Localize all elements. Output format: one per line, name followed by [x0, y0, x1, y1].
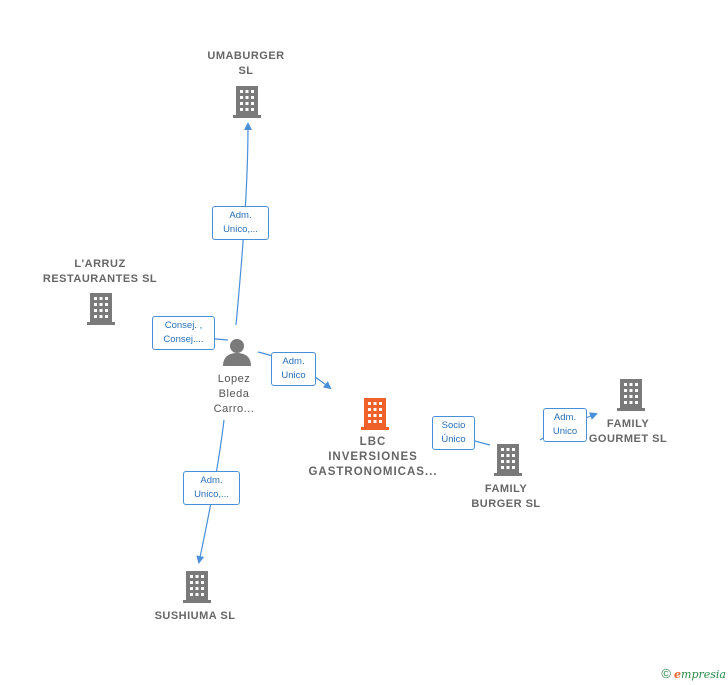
edge-label-family-burger-gourmet[interactable]: Adm. Unico [543, 408, 587, 442]
sushiuma-building-icon [183, 571, 211, 603]
edge-label-to-umaburger[interactable]: Adm. Unico,... [212, 206, 269, 240]
node-family-burger-label[interactable]: FAMILY BURGER SL [471, 483, 541, 510]
node-sushiuma-label[interactable]: SUSHIUMA SL [154, 610, 236, 622]
family-burger-building-icon [494, 444, 522, 476]
edge-label-to-larruz[interactable]: Consej. , Consej.... [152, 316, 215, 350]
umaburger-building-icon [233, 86, 261, 118]
node-lbc-label[interactable]: LBC INVERSIONES GASTRONOMICAS... [308, 436, 438, 478]
edge-label-to-sushiuma[interactable]: Adm. Unico,... [183, 471, 240, 505]
node-person-label[interactable]: Lopez Bleda Carro... [213, 373, 255, 415]
brand-logo: empresia [674, 668, 726, 681]
empresia-watermark: © empresia [661, 666, 726, 681]
edge-label-lbc-family-burger[interactable]: Socio Único [432, 416, 475, 450]
edge-label-to-lbc[interactable]: Adm. Unico [271, 352, 316, 386]
family-gourmet-building-icon [617, 379, 645, 411]
lbc-building-icon [361, 398, 389, 430]
node-larruz-label[interactable]: L'ARRUZ RESTAURANTES SL [42, 258, 158, 285]
person-icon [223, 339, 251, 366]
larruz-building-icon [87, 293, 115, 325]
node-family-gourmet-label[interactable]: FAMILY GOURMET SL [588, 418, 668, 445]
copyright-icon: © [661, 666, 671, 681]
node-umaburger-label[interactable]: UMABURGER SL [207, 50, 285, 77]
